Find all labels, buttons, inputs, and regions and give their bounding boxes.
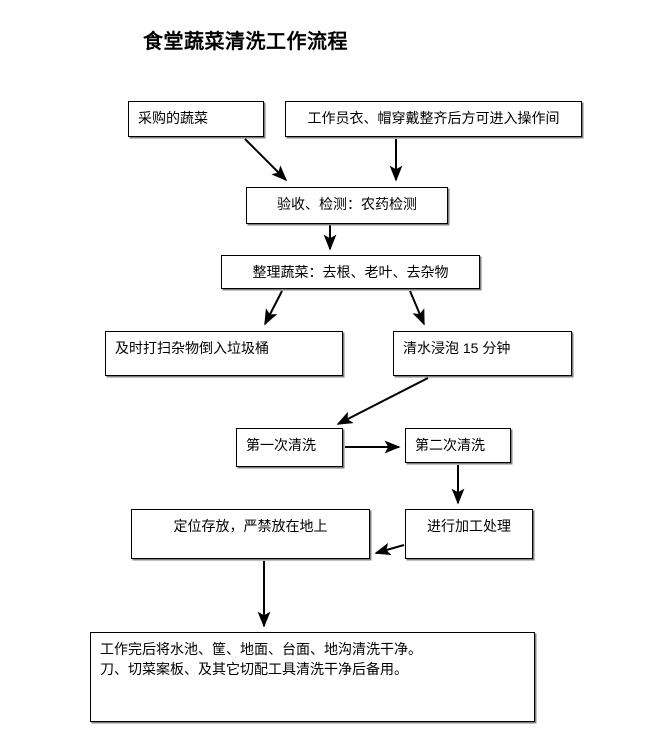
flow-node-soak-clean-water-15min[interactable]: 清水浸泡 15 分钟	[393, 331, 572, 376]
flow-node-label-second-wash: 第二次清洗	[415, 437, 485, 453]
flow-node-label-acceptance-pesticide-test: 验收、检测：农药检测	[277, 196, 417, 212]
connector-trim-to-sweep	[264, 290, 283, 326]
connector-soak-to-first-wash	[336, 377, 429, 425]
flow-node-label-sweep-waste-to-bin: 及时打扫杂物倒入垃圾桶	[115, 340, 269, 356]
flow-node-processing[interactable]: 进行加工处理	[405, 509, 533, 559]
flow-node-label-staff-dress-code: 工作员衣、帽穿戴整齐后方可进入操作间	[307, 110, 560, 126]
connector-purchased-to-acceptance	[244, 138, 288, 182]
flow-node-label-first-wash: 第一次清洗	[246, 437, 316, 453]
flow-node-purchased-vegetables[interactable]: 采购的蔬菜	[128, 101, 264, 137]
flow-node-acceptance-pesticide-test[interactable]: 验收、检测：农药检测	[246, 187, 448, 224]
connector-trim-to-soak	[409, 290, 425, 326]
flow-node-label-final-cleanup: 工作完后将水池、筐、地面、台面、地沟清洗干净。 刀、切菜案板、及其它切配工具清洗…	[100, 641, 422, 678]
flow-node-label-soak-clean-water-15min: 清水浸泡 15 分钟	[403, 340, 511, 356]
flow-node-label-trim-vegetables: 整理蔬菜：去根、老叶、去杂物	[252, 264, 449, 280]
flow-node-staff-dress-code[interactable]: 工作员衣、帽穿戴整齐后方可进入操作间	[285, 101, 582, 137]
flow-node-label-fixed-storage: 定位存放，严禁放在地上	[173, 518, 328, 534]
flow-node-label-purchased-vegetables: 采购的蔬菜	[138, 110, 208, 126]
flow-node-sweep-waste-to-bin[interactable]: 及时打扫杂物倒入垃圾桶	[105, 331, 343, 376]
page-title: 食堂蔬菜清洗工作流程	[143, 31, 348, 53]
flow-node-fixed-storage[interactable]: 定位存放，严禁放在地上	[131, 509, 370, 559]
flow-node-first-wash[interactable]: 第一次清洗	[236, 428, 343, 467]
flow-node-label-processing: 进行加工处理	[427, 518, 511, 534]
flow-node-trim-vegetables[interactable]: 整理蔬菜：去根、老叶、去杂物	[221, 255, 480, 289]
flow-node-final-cleanup[interactable]: 工作完后将水池、筐、地面、台面、地沟清洗干净。 刀、切菜案板、及其它切配工具清洗…	[90, 632, 535, 722]
connector-processing-to-storage	[374, 542, 405, 556]
flow-node-second-wash[interactable]: 第二次清洗	[405, 428, 511, 463]
